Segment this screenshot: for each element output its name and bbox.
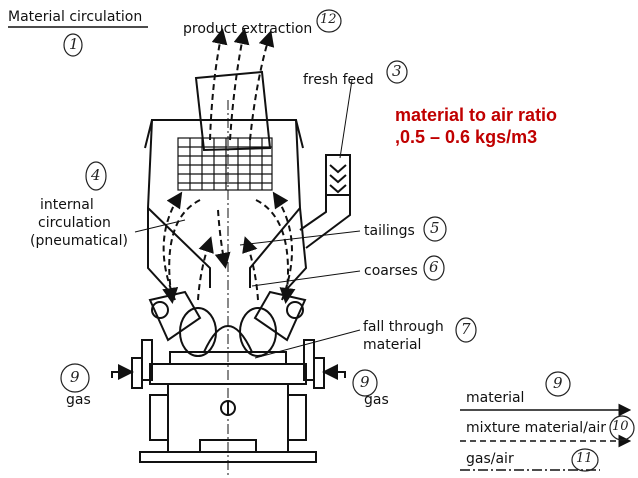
diagram-title: Material circulation	[8, 9, 143, 25]
fall-through-label: fall through material	[363, 318, 444, 354]
flow-arrows	[162, 28, 296, 304]
legend-lines	[460, 403, 632, 471]
separator-housing	[144, 70, 308, 291]
fresh-feed-label: fresh feed	[303, 72, 374, 88]
internal-line-2: circulation	[38, 215, 111, 231]
gas-right-number: 9	[360, 373, 370, 391]
legend-mixture-label: mixture material/air	[466, 420, 607, 436]
coarses-number: 6	[429, 258, 439, 276]
coarses-label: coarses	[364, 263, 418, 279]
tailings-label: tailings	[364, 223, 415, 239]
material-air-ratio-note: material to air ratio ,0.5 – 0.6 kgs/m3	[395, 104, 557, 148]
gas-left-number: 9	[70, 368, 80, 386]
fall-through-number: 7	[461, 320, 471, 338]
classifier-rotor-grid	[177, 137, 273, 191]
grinding-section	[131, 290, 325, 463]
internal-circulation-label: internal circulation (pneumatical)	[30, 196, 128, 250]
gas-left-label: gas	[66, 392, 91, 408]
fall-through-line-2: material	[363, 337, 422, 353]
product-extraction-number: 12	[320, 12, 337, 27]
title-number: 1	[69, 35, 79, 53]
internal-line-3: (pneumatical)	[30, 233, 128, 249]
feed-chute	[299, 154, 351, 249]
legend-gas-air-label: gas/air	[466, 451, 514, 467]
internal-circulation-number: 4	[91, 166, 101, 184]
legend-material-label: material	[466, 390, 525, 406]
gas-inlet-arrows	[111, 364, 346, 380]
gas-right-label: gas	[364, 392, 389, 408]
number-circles	[60, 9, 635, 472]
legend-mixture-number: 10	[612, 419, 629, 434]
internal-line-1: internal	[40, 197, 94, 213]
fresh-feed-number: 3	[392, 62, 402, 80]
fall-through-line-1: fall through	[363, 319, 444, 335]
ratio-line-2: ,0.5 – 0.6 kgs/m3	[395, 127, 538, 147]
ratio-line-1: material to air ratio	[395, 105, 558, 125]
leader-lines	[134, 79, 361, 359]
product-extraction-label: product extraction	[183, 21, 313, 37]
legend-gas-air-number: 11	[576, 451, 593, 466]
legend-material-number: 9	[553, 374, 563, 392]
tailings-number: 5	[430, 219, 440, 237]
